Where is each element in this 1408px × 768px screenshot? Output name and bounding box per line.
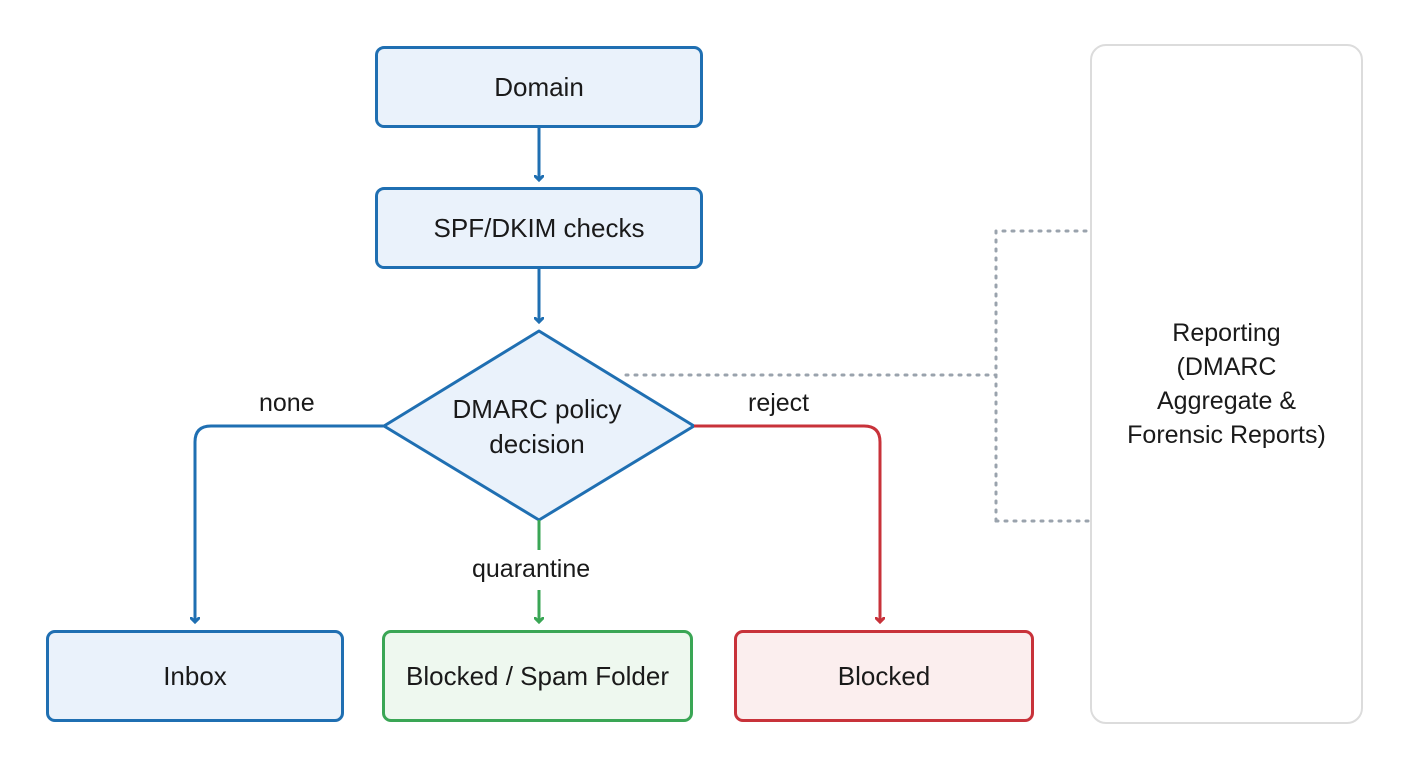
reporting-label: Reporting (DMARC Aggregate & Forensic Re… bbox=[1127, 319, 1326, 449]
arrow-none-to-inbox bbox=[195, 424, 384, 622]
edge-label-reject: reject bbox=[748, 389, 810, 417]
node-domain: Domain bbox=[375, 46, 703, 128]
arrow-reject-to-blocked bbox=[694, 424, 880, 622]
node-spam-folder-label: Blocked / Spam Folder bbox=[405, 660, 669, 691]
node-blocked-label: Blocked bbox=[837, 660, 931, 691]
decision-label: DMARC policy decision bbox=[452, 394, 622, 459]
node-blocked: Blocked bbox=[734, 630, 1034, 722]
dotted-connector-reporting-upper bbox=[994, 229, 1090, 523]
edge-label-none: none bbox=[259, 389, 315, 417]
node-spf-dkim-checks: SPF/DKIM checks bbox=[375, 187, 703, 269]
edge-label-quarantine: quarantine bbox=[472, 555, 591, 583]
node-inbox: Inbox bbox=[46, 630, 344, 722]
node-inbox-label: Inbox bbox=[163, 660, 227, 691]
node-spam-folder: Blocked / Spam Folder bbox=[382, 630, 693, 722]
node-domain-label: Domain bbox=[494, 71, 584, 102]
reporting-panel: Reporting (DMARC Aggregate & Forensic Re… bbox=[1090, 44, 1363, 724]
node-spf-dkim-label: SPF/DKIM checks bbox=[433, 212, 645, 243]
